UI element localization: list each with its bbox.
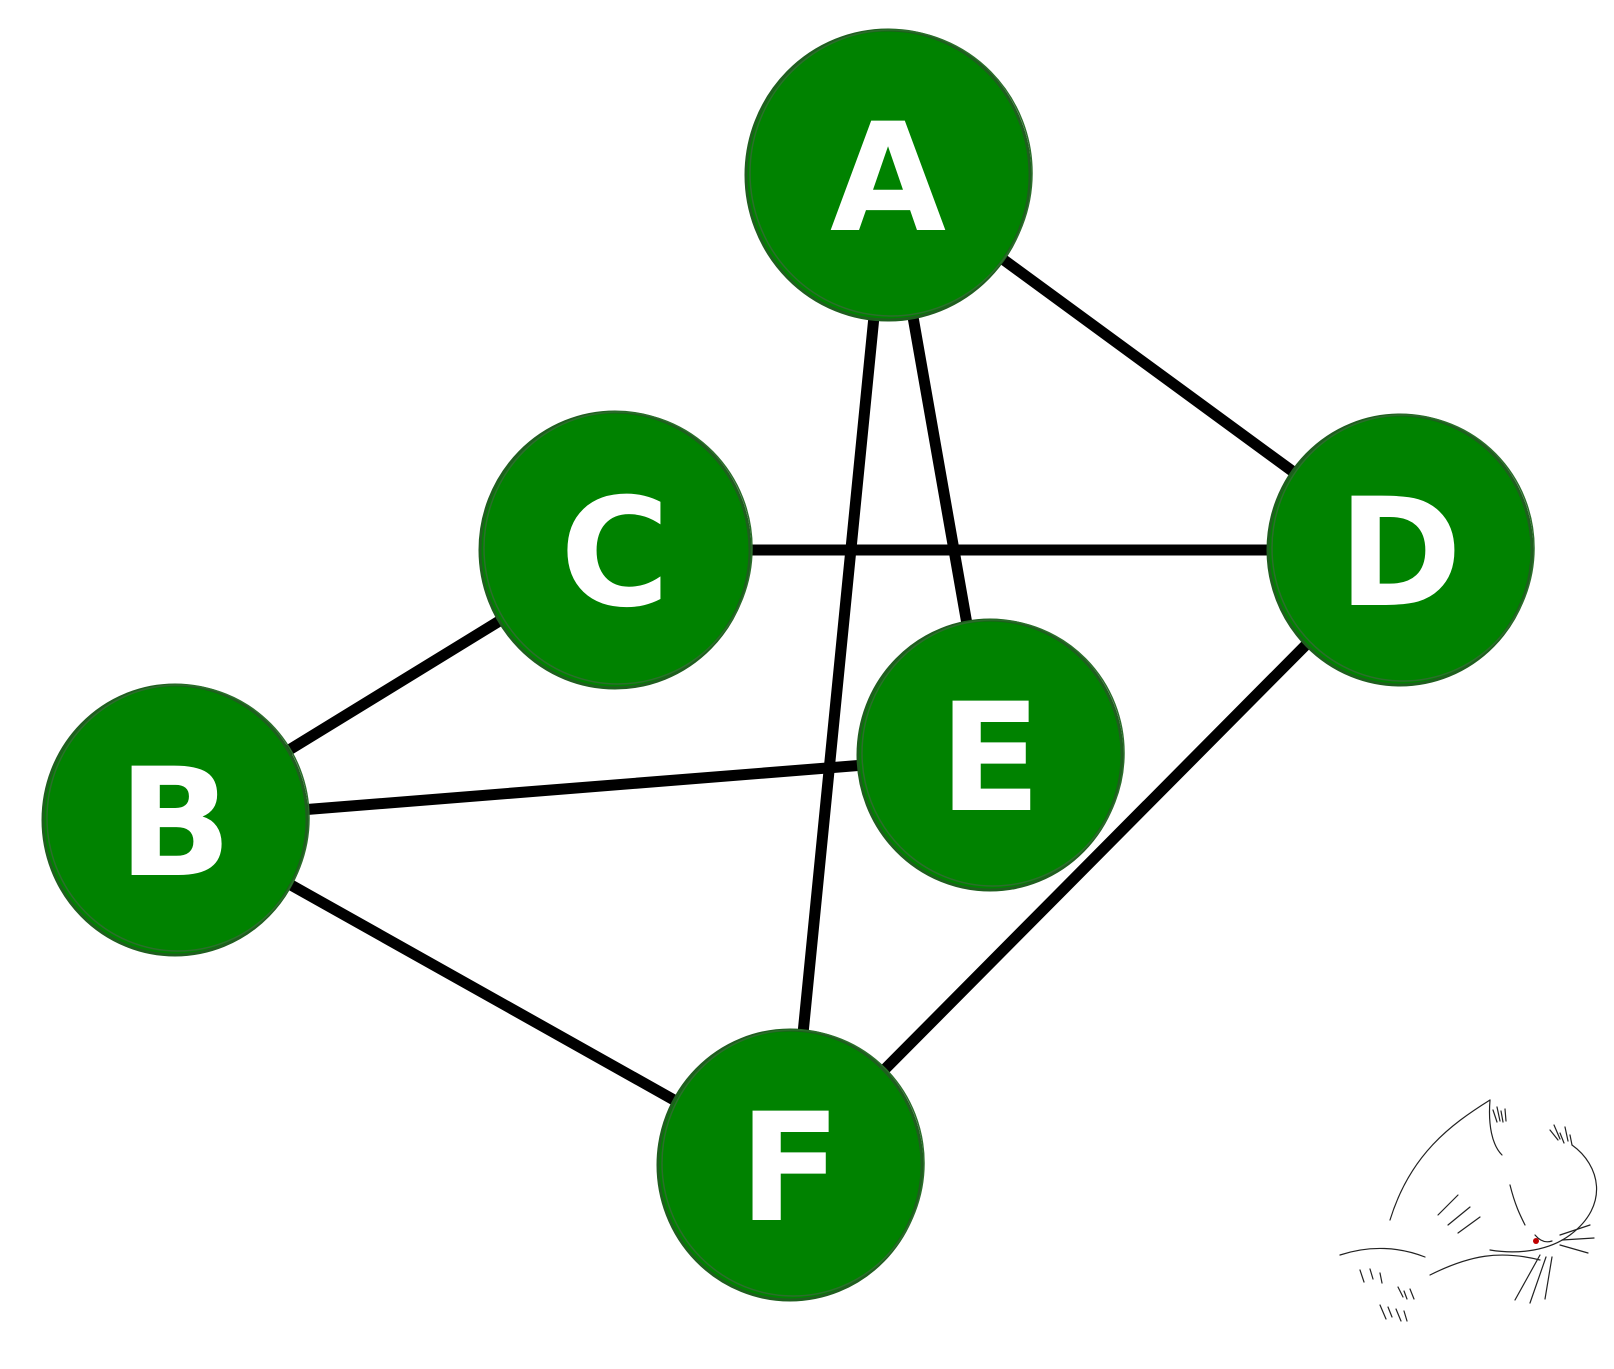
node-e-label: E: [939, 672, 1041, 846]
node-f: F: [656, 1028, 925, 1302]
node-e: E: [856, 618, 1125, 892]
edge-b-f: [279, 876, 686, 1109]
node-e-sketch-outline: [861, 619, 1125, 887]
node-a-label: A: [830, 92, 946, 266]
node-d-label: D: [1338, 467, 1463, 641]
node-a-sketch-outline: [749, 29, 1033, 317]
edge-a-e: [906, 303, 974, 637]
graph-edges: [276, 249, 1317, 1109]
node-f-sketch-outline: [661, 1029, 925, 1297]
edge-b-e: [295, 759, 870, 816]
edge-a-d: [992, 249, 1304, 481]
node-d-sketch-outline: [1271, 414, 1535, 682]
node-c-sketch-outline: [483, 411, 753, 685]
node-b-label: B: [118, 737, 232, 911]
node-b-sketch-outline: [46, 684, 310, 952]
graph-nodes: A B C D E F: [41, 28, 1535, 1302]
node-c: C: [478, 410, 753, 690]
node-b: B: [41, 683, 310, 957]
node-c-label: C: [560, 467, 670, 641]
sleeping-cat-icon: [1339, 1099, 1598, 1322]
node-f-label: F: [739, 1082, 841, 1256]
node-d: D: [1266, 413, 1535, 687]
edge-d-f: [873, 634, 1317, 1081]
edge-b-c: [276, 612, 511, 760]
edge-a-f: [796, 304, 881, 1046]
node-a: A: [744, 28, 1033, 322]
